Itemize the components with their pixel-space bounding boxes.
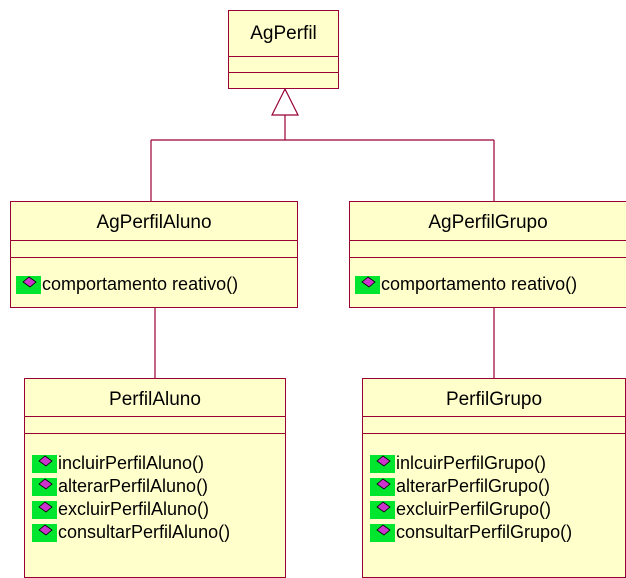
public-operation-icon (32, 523, 57, 542)
operation-row: consultarPerfilAluno() (31, 521, 285, 544)
operation-label: incluirPerfilAluno() (58, 453, 205, 473)
operation-row: incluirPerfilAluno() (31, 452, 285, 475)
operations-compartment: incluirPerfilAluno() alterarPerfilAluno(… (25, 434, 285, 544)
operation-row: alterarPerfilAluno() (31, 475, 285, 498)
operation-label: consultarPerfilGrupo() (396, 522, 573, 542)
operations-compartment: comportamento reativo() (350, 258, 626, 296)
public-operation-icon (370, 454, 395, 473)
operation-row: comportamento reativo() (15, 273, 297, 296)
class-ag-perfil[interactable]: AgPerfil (228, 10, 339, 89)
operation-label: excluirPerfilGrupo() (396, 499, 552, 519)
public-operation-icon (32, 477, 57, 496)
operation-label: consultarPerfilAluno() (58, 522, 231, 542)
public-operation-icon (32, 500, 57, 519)
operations-compartment: comportamento reativo() (11, 258, 297, 296)
attributes-compartment (11, 241, 297, 258)
public-operation-icon (370, 500, 395, 519)
class-name: AgPerfil (229, 11, 338, 57)
public-operation-icon (370, 477, 395, 496)
operation-row: consultarPerfilGrupo() (369, 521, 625, 544)
class-name: PerfilAluno (25, 379, 285, 417)
attributes-compartment (363, 417, 625, 434)
operation-label: alterarPerfilAluno() (58, 476, 209, 496)
class-name: AgPerfilGrupo (350, 202, 626, 241)
public-operation-icon (16, 275, 41, 294)
attributes-compartment (229, 57, 338, 73)
operation-label: comportamento reativo() (381, 274, 578, 294)
operation-row: comportamento reativo() (354, 273, 626, 296)
class-perfil-aluno[interactable]: PerfilAluno incluirPerfilAluno() alterar… (24, 378, 286, 578)
operation-row: excluirPerfilGrupo() (369, 498, 625, 521)
operation-label: excluirPerfilAluno() (58, 499, 210, 519)
public-operation-icon (32, 454, 57, 473)
public-operation-icon (355, 275, 380, 294)
operation-row: inlcuirPerfilGrupo() (369, 452, 625, 475)
generalization-arrow (271, 87, 299, 116)
operation-row: excluirPerfilAluno() (31, 498, 285, 521)
attributes-compartment (25, 417, 285, 434)
operation-label: alterarPerfilGrupo() (396, 476, 551, 496)
operations-compartment: inlcuirPerfilGrupo() alterarPerfilGrupo(… (363, 434, 625, 544)
class-name: AgPerfilAluno (11, 202, 297, 241)
class-ag-perfil-grupo[interactable]: AgPerfilGrupo comportamento reativo() (349, 201, 626, 308)
class-perfil-grupo[interactable]: PerfilGrupo inlcuirPerfilGrupo() alterar… (362, 378, 626, 578)
class-ag-perfil-aluno[interactable]: AgPerfilAluno comportamento reativo() (10, 201, 298, 308)
class-name: PerfilGrupo (363, 379, 625, 417)
attributes-compartment (350, 241, 626, 258)
public-operation-icon (370, 523, 395, 542)
operation-label: inlcuirPerfilGrupo() (396, 453, 547, 473)
operation-label: comportamento reativo() (42, 274, 239, 294)
operation-row: alterarPerfilGrupo() (369, 475, 625, 498)
